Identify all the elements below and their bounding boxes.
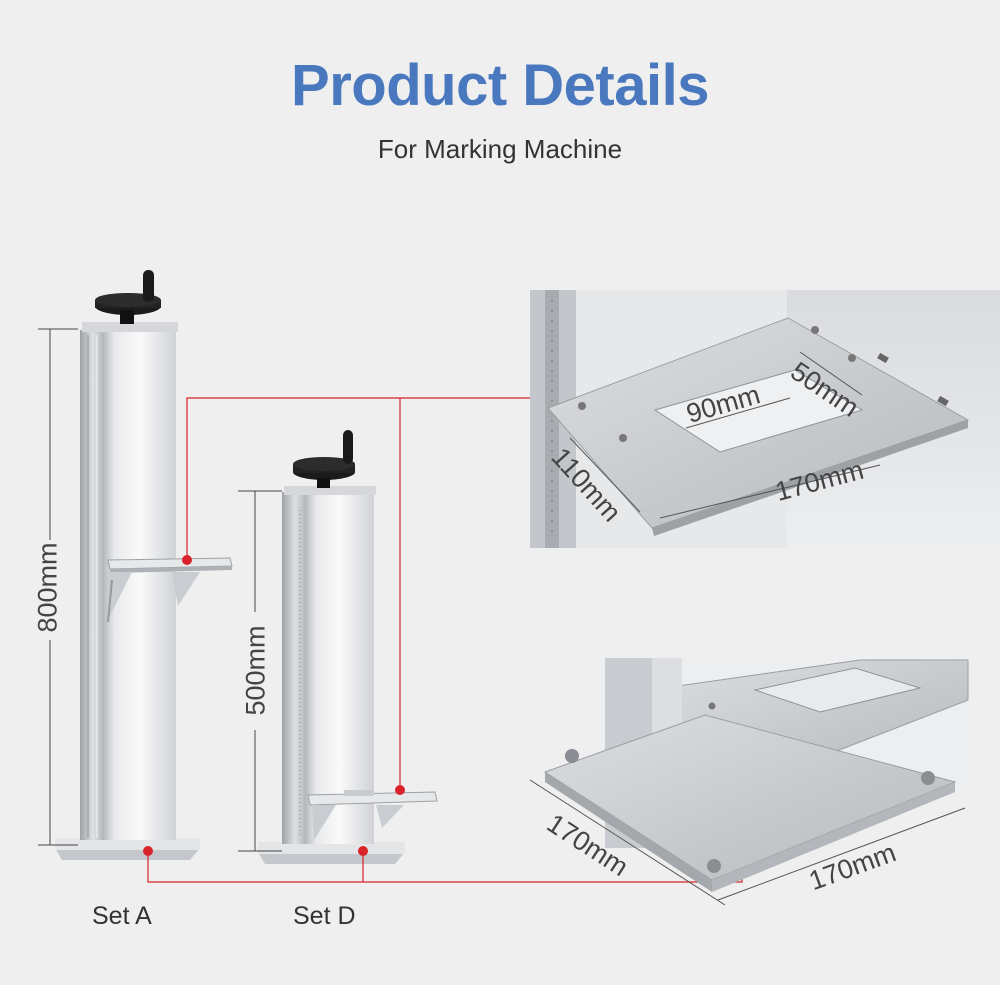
page-title: Product Details (291, 53, 709, 118)
set-a-stand (55, 270, 233, 860)
set-a-label: Set A (92, 902, 152, 930)
set-d-height-dimension (238, 490, 282, 852)
platform-detail-image (530, 290, 1000, 548)
set-d-label: Set D (293, 902, 356, 930)
base-detail-image (529, 658, 969, 906)
set-a-height-dimension (38, 328, 78, 846)
callout-dots (143, 555, 405, 856)
set-d-stand (258, 430, 438, 864)
page-subtitle: For Marking Machine (377, 134, 623, 164)
set-a-height-label: 800mm (32, 542, 63, 633)
set-d-height-label: 500mm (240, 625, 271, 716)
